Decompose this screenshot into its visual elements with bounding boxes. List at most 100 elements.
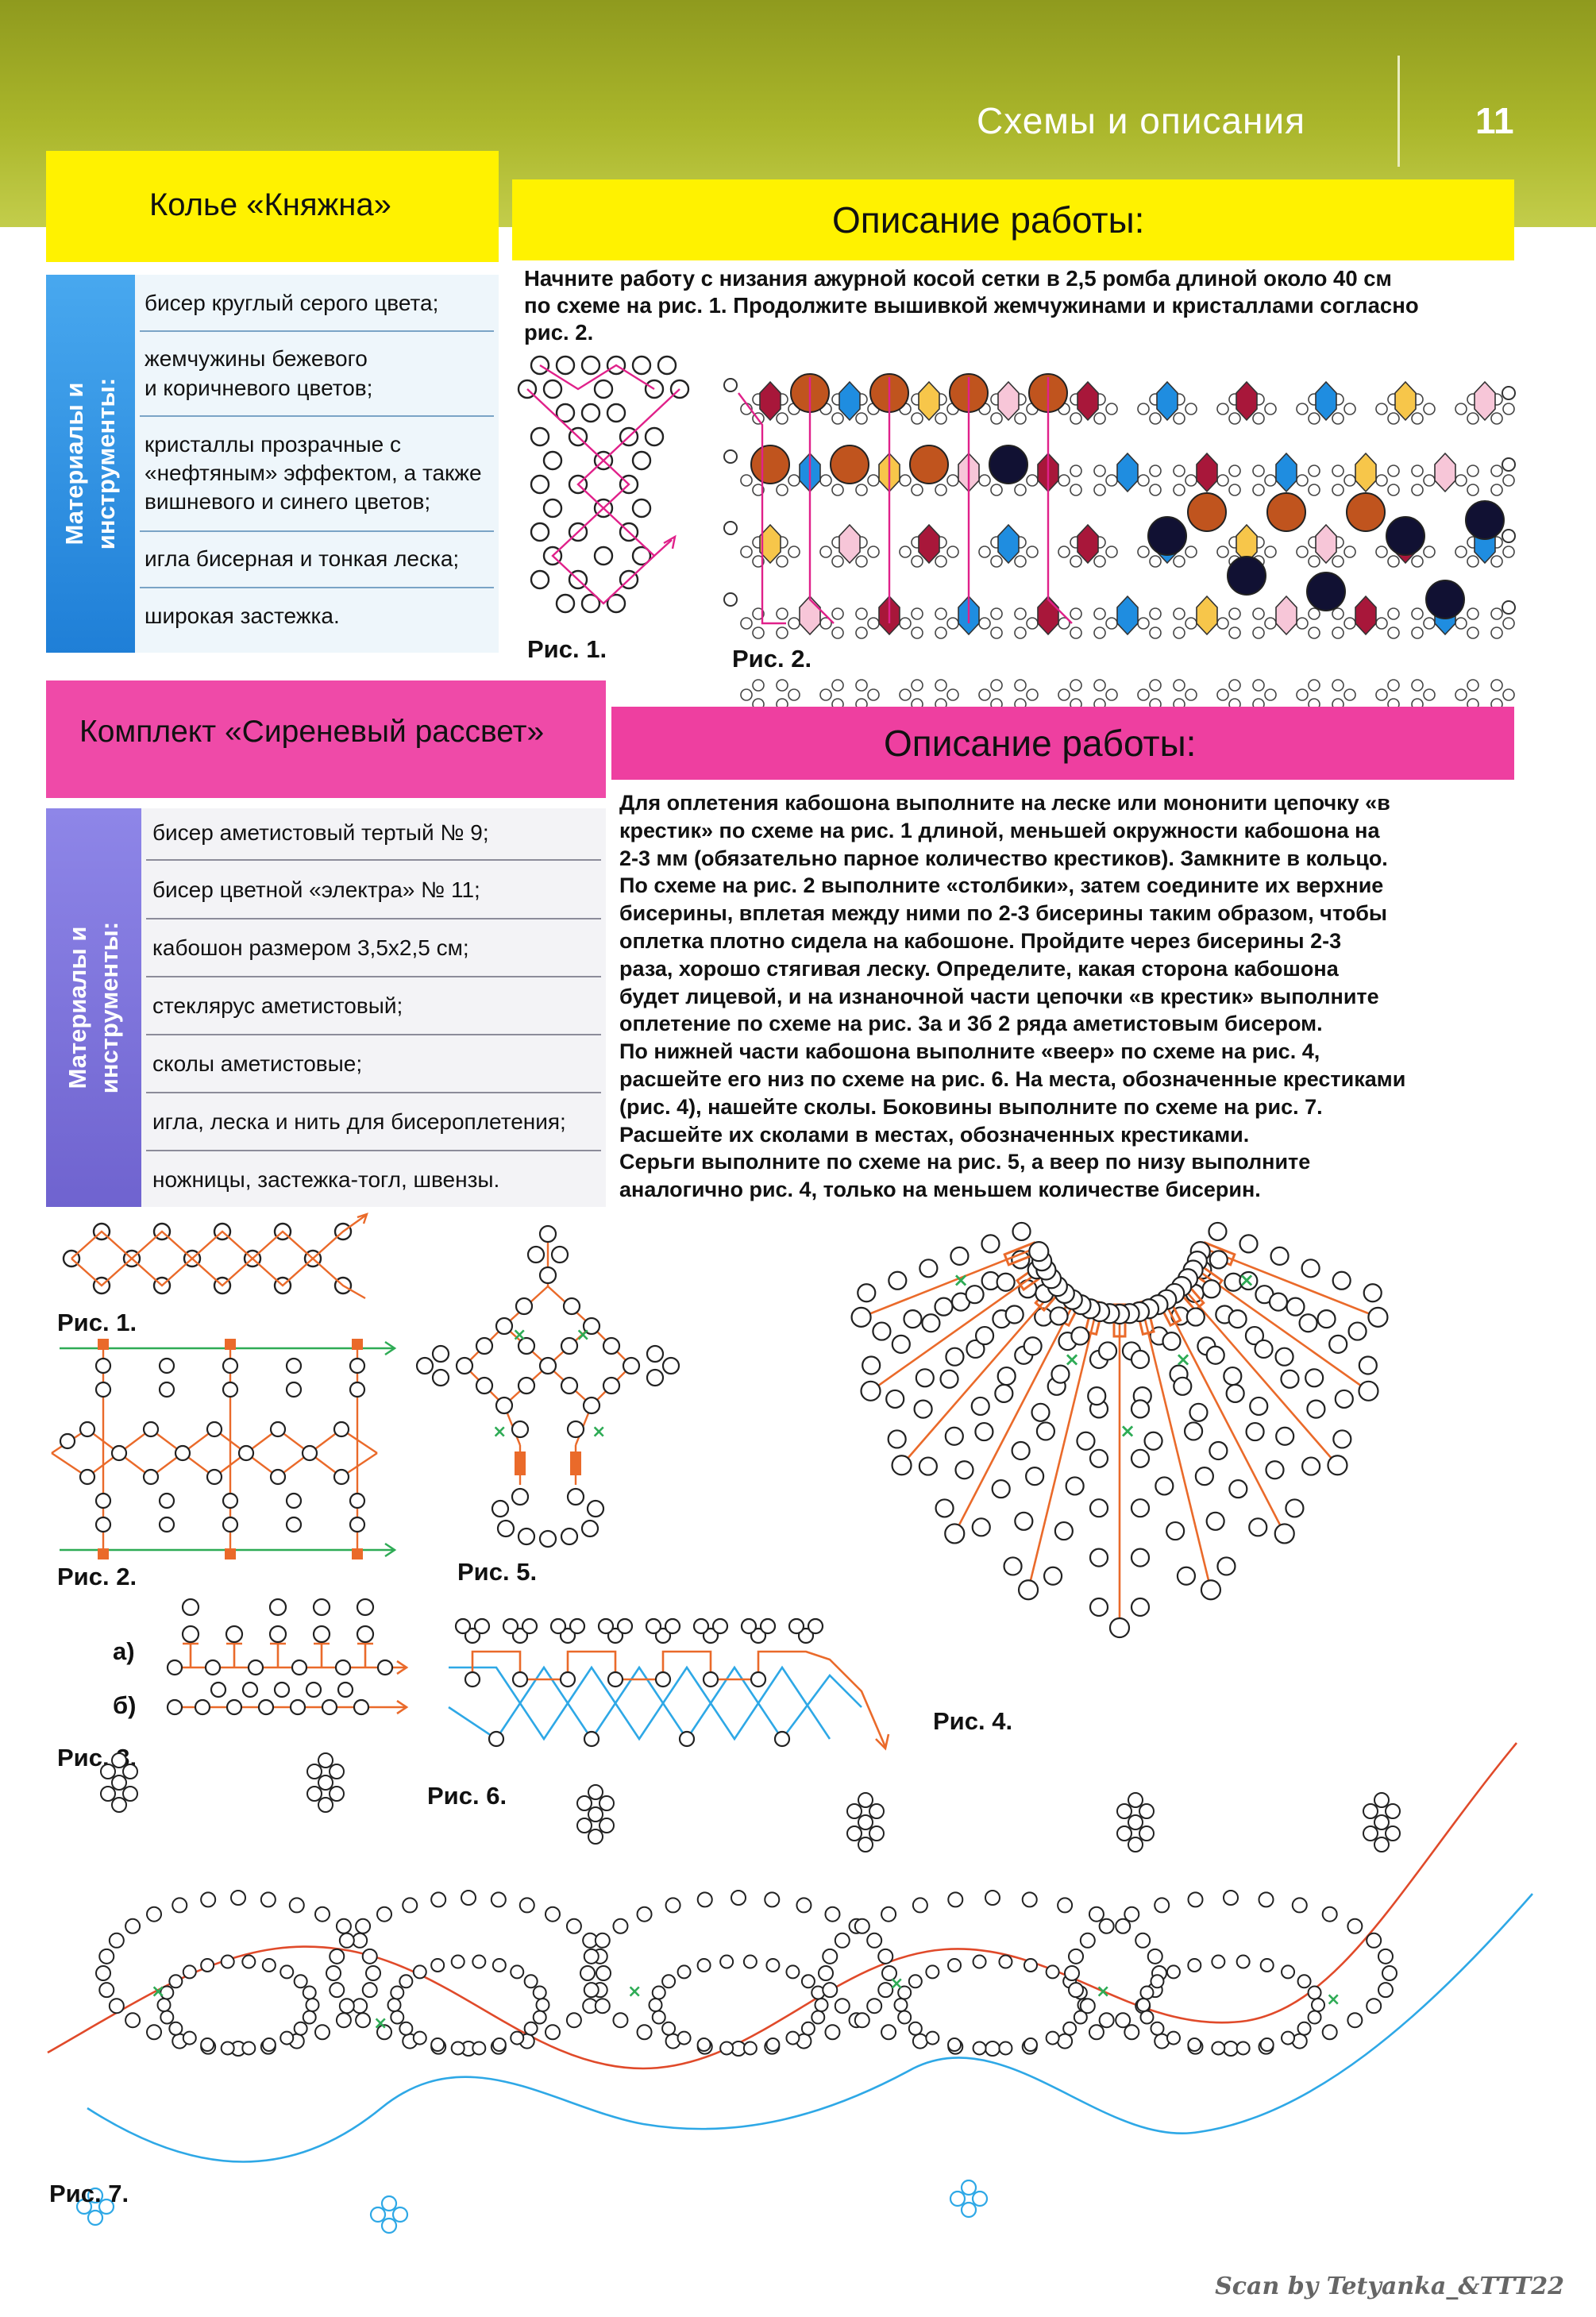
fan-bead [1131,1351,1149,1368]
band-bead [1148,1949,1162,1964]
crystal [998,382,1019,420]
fan-bead [936,1499,954,1517]
band-bead [1124,1907,1139,1922]
seed-bead [1070,680,1081,691]
seed-bead [1185,475,1197,486]
band-bead [913,2034,927,2049]
fan-bead [1006,1305,1024,1323]
band-inner-bead [909,1975,922,1987]
fan-bead [922,1314,939,1332]
band-bead [172,1898,187,1912]
blue-junction-bead [393,2207,407,2222]
seed-bead [935,608,946,619]
seed-bead [1070,484,1081,495]
fan-bead [1024,1337,1042,1355]
seed-bead [991,413,1002,424]
header-divider [1397,56,1400,167]
seed-bead [1253,608,1264,619]
fan-bead [1162,1332,1180,1350]
fan-bead [919,1259,937,1277]
seed-bead [777,484,788,495]
band-inner-bead [802,1975,815,1987]
p2-material-3: кабошон размером 3,5х2,5 см; [152,933,469,963]
p2-fig3b-label: б) [113,1691,136,1720]
seed-bead [935,680,946,691]
seed-bead [1150,608,1161,619]
band-bead [1347,2013,1362,2027]
seed-bead [1058,475,1070,486]
band-bead [545,2025,560,2039]
band-bead [147,2025,161,2039]
seed-bead [832,413,843,424]
junction-bead [307,1787,322,1801]
crystal [1316,525,1336,563]
seed-bead [1229,413,1240,424]
band-inner-bead [1047,1965,1059,1978]
fan-bead [858,1284,875,1301]
p2-fig1-chain-diagram [56,1219,373,1298]
pearl [1148,517,1186,555]
seed-bead [1217,403,1228,414]
seed-bead [741,689,752,700]
band-inner-bead [452,2041,465,2054]
fan-bead [1349,1323,1367,1340]
seed-bead [1491,608,1502,619]
band-inner-bead [678,1965,691,1978]
fan-tip-bead [1201,1580,1220,1599]
seed-bead [856,484,867,495]
junction-bead [1374,1815,1389,1829]
seed-bead [1138,475,1149,486]
fan-bead [873,1323,890,1340]
band-inner-bead [650,1999,662,2011]
junction-bead [847,1826,862,1841]
p2-fig2-label: Рис. 2. [57,1563,137,1591]
fan-bead [862,1356,880,1374]
p1-material-7: игла бисерная и тонкая леска; [145,544,459,574]
band-bead [596,1966,611,1980]
band-bead [638,2025,652,2039]
seed-bead [1297,689,1308,700]
seed-bead [1309,465,1320,476]
seed-bead [1424,618,1435,629]
seed-bead [1150,556,1161,567]
seed-bead [868,475,879,486]
fan-tip-bead [1368,1308,1387,1327]
fan-tip-bead [892,1455,912,1475]
cross-mark: × [1064,1348,1080,1371]
svg-text:×: × [576,1325,590,1345]
junction-bead [1386,1804,1400,1818]
band-inner-bead [1151,1975,1163,1987]
cross-mark: × [151,1982,165,2002]
band-bead [492,1892,506,1906]
seed-bead [832,556,843,567]
p2-desc-line-14: Серьги выполните по схеме на рис. 5, а в… [619,1148,1310,1175]
band-inner-bead [1137,1999,1150,2011]
seed-bead [1467,484,1478,495]
seed-bead [1412,680,1423,691]
band-bead [330,1983,344,1997]
band-inner-bead [493,2038,506,2051]
seed-bead [777,413,788,424]
band-inner-bead [1298,2022,1311,2035]
junction-bead [318,1775,333,1790]
band-bead [125,1919,140,1933]
band-inner-bead [452,1956,465,1968]
seed-bead [1229,680,1240,691]
fan-bead [998,1367,1016,1385]
fan-bead [1210,1251,1228,1268]
band-bead [99,1949,114,1964]
seed-bead [1467,608,1478,619]
fan-bead [1166,1522,1184,1540]
junction-bead [858,1815,873,1829]
band-inner-bead [1063,2022,1076,2035]
band-inner-bead [926,1965,939,1978]
p1-fig1-net-diagram [508,349,707,635]
seed-bead [1503,475,1514,486]
band-bead [1188,1892,1202,1906]
band-inner-bead [786,2032,799,2045]
p2-desc-line-12: (рис. 4), нашейте сколы. Боковины выполн… [619,1093,1323,1120]
band-bead [1058,2034,1072,2049]
band-bead [881,2025,896,2039]
seed-bead [868,618,879,629]
cross-mark: × [889,1974,904,1994]
